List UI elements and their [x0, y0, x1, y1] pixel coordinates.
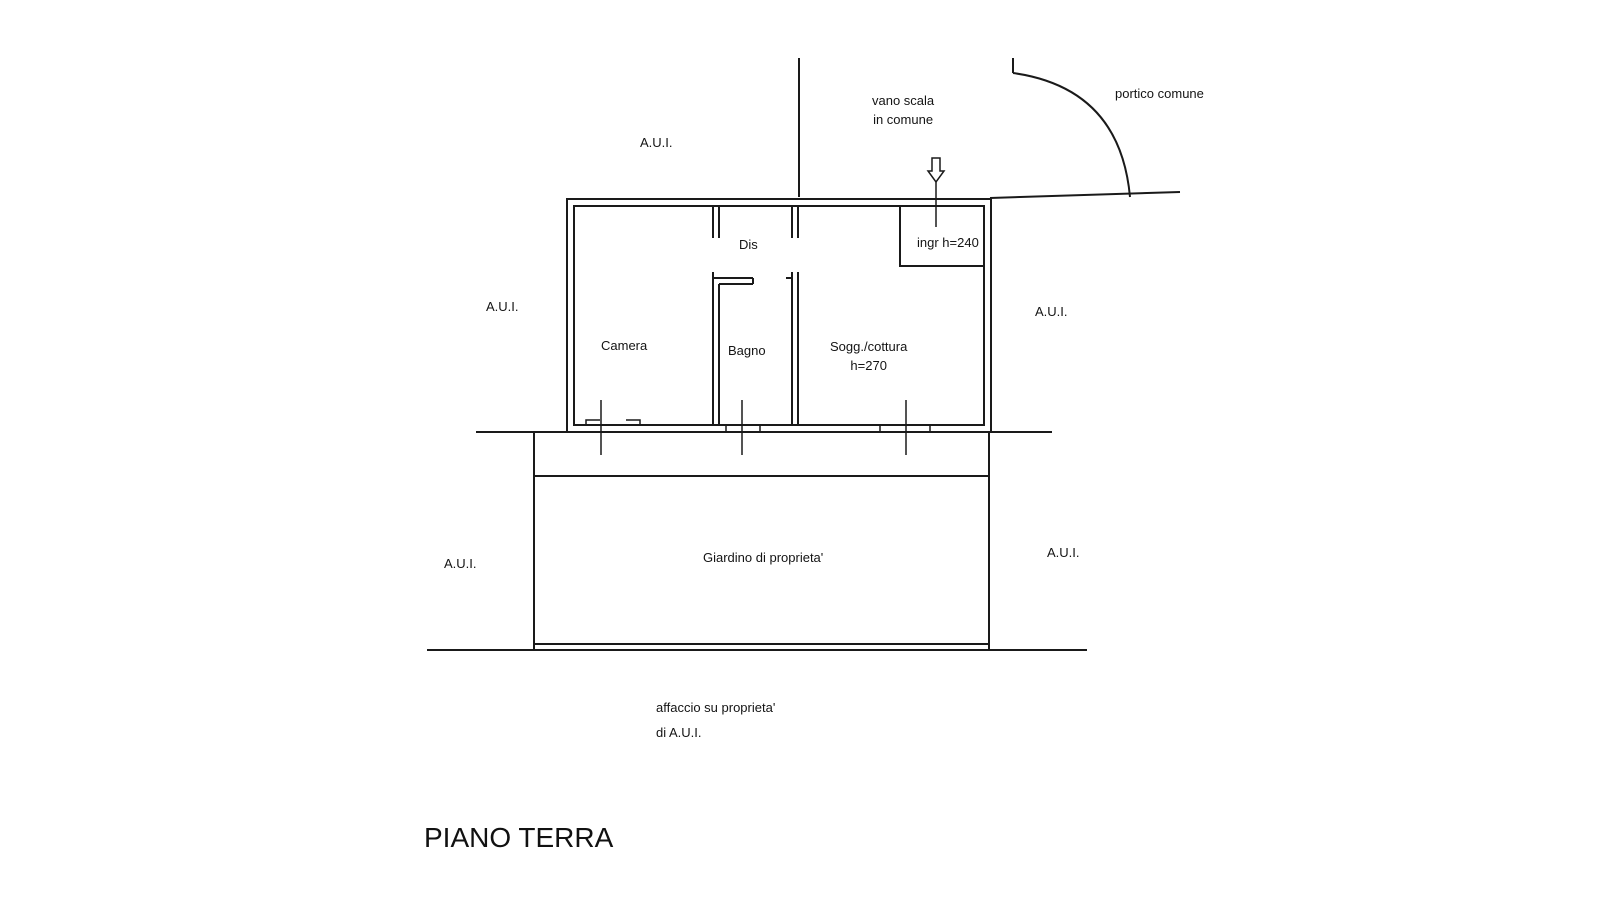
label-soggiorno: Sogg./cottura h=270: [830, 338, 907, 376]
label-aui-right: A.U.I.: [1035, 304, 1068, 319]
label-affaccio-line2: di A.U.I.: [656, 724, 702, 740]
label-soggiorno-line1: Sogg./cottura: [830, 339, 908, 354]
interior-partitions: [712, 206, 799, 425]
label-giardino: Giardino di proprieta': [703, 550, 824, 565]
windows-front: [574, 400, 984, 455]
label-portico: portico comune: [1115, 86, 1204, 101]
label-aui-left: A.U.I.: [486, 299, 519, 314]
garden-walls: [533, 432, 990, 650]
label-aui-bottom-right: A.U.I.: [1047, 545, 1080, 560]
label-vano-scala: vano scala in comune: [872, 92, 934, 130]
entrance-arrow-icon: [926, 157, 946, 227]
label-vano-scala-line2: in comune: [873, 111, 934, 127]
label-soggiorno-line2: h=270: [850, 357, 887, 373]
label-vano-scala-line1: vano scala: [872, 93, 935, 108]
label-dis: Dis: [739, 237, 758, 252]
label-bagno: Bagno: [728, 343, 766, 358]
page-title: PIANO TERRA: [424, 822, 614, 853]
portico-door-arc: [1012, 72, 1131, 198]
label-aui-top: A.U.I.: [640, 135, 673, 150]
label-camera: Camera: [601, 338, 648, 353]
entrance-room-walls: [899, 206, 984, 267]
common-area-lines: [798, 58, 1181, 199]
label-ingr: ingr h=240: [917, 235, 979, 250]
label-aui-bottom-left: A.U.I.: [444, 556, 477, 571]
label-affaccio-line1: affaccio su proprieta': [656, 700, 776, 715]
label-affaccio: affaccio su proprieta' di A.U.I.: [656, 699, 775, 743]
